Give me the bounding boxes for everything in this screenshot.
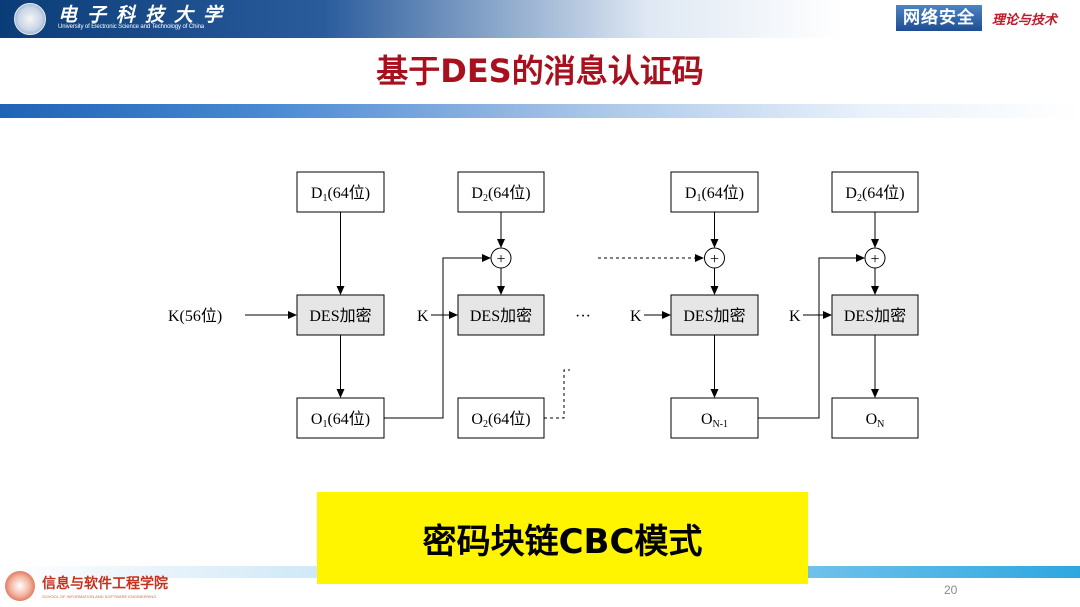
xor-node-2: + [490, 247, 512, 269]
output-box-4: ON [831, 397, 919, 439]
feedback-o1-to-xor2 [384, 254, 491, 419]
des-encrypt-box-3: DES加密 [670, 294, 759, 336]
ellipsis: ··· [575, 308, 591, 325]
key-label-2: K [417, 308, 429, 325]
page-number: 20 [944, 583, 958, 597]
school-name-cn: 信息与软件工程学院 [42, 576, 168, 592]
svg-text:DES加密: DES加密 [309, 307, 371, 325]
xor-node-3: + [704, 247, 725, 269]
input-box-4: D2(64位) [831, 171, 919, 213]
university-name-en: University of Electronic Science and Tec… [58, 24, 205, 30]
output-label-3: ON-1 [701, 411, 728, 430]
des-encrypt-box-1: DES加密 [296, 294, 385, 336]
school-name-en: SCHOOL OF INFORMATION AND SOFTWARE ENGIN… [42, 594, 157, 599]
des-encrypt-box-4: DES加密 [831, 294, 919, 336]
key-main-label: K(56位) [168, 307, 222, 325]
input-label-4: D2(64位) [845, 184, 904, 204]
title-underline-strip [0, 104, 1080, 118]
university-name-cn: 电子科技大学 [58, 4, 233, 26]
svg-text:DES加密: DES加密 [844, 307, 906, 325]
key-label-4: K [789, 308, 801, 325]
input-label-1: D1(64位) [311, 184, 370, 204]
output-label-4: ON [866, 411, 885, 430]
output-box-3: ON-1 [670, 397, 759, 439]
key-label-3: K [630, 308, 642, 325]
output-box-2: O2(64位) [457, 397, 545, 439]
school-logo [5, 571, 35, 601]
svg-text:+: + [710, 251, 719, 268]
dashed-from-o2 [544, 369, 570, 419]
university-logo [14, 3, 46, 35]
feedback-on1-to-xor4 [758, 254, 865, 419]
svg-text:+: + [496, 251, 505, 268]
input-label-2: D2(64位) [471, 184, 530, 204]
input-box-1: D1(64位) [296, 171, 385, 213]
svg-text:DES加密: DES加密 [683, 307, 745, 325]
output-label-2: O2(64位) [471, 410, 530, 430]
svg-text:+: + [870, 251, 879, 268]
output-box-1: O1(64位) [296, 397, 385, 439]
des-encrypt-box-2: DES加密 [457, 294, 545, 336]
input-box-2: D2(64位) [457, 171, 545, 213]
input-box-3: D1(64位) [670, 171, 759, 213]
mode-banner: 密码块链CBC模式 [317, 492, 808, 584]
input-label-3: D1(64位) [685, 184, 744, 204]
xor-node-4: + [864, 247, 886, 269]
svg-text:DES加密: DES加密 [470, 307, 532, 325]
output-label-1: O1(64位) [311, 410, 370, 430]
course-badge-subtitle: 理论与技术 [992, 13, 1058, 28]
course-badge: 网络安全 [896, 5, 982, 31]
slide-title: 基于DES的消息认证码 [376, 52, 704, 90]
